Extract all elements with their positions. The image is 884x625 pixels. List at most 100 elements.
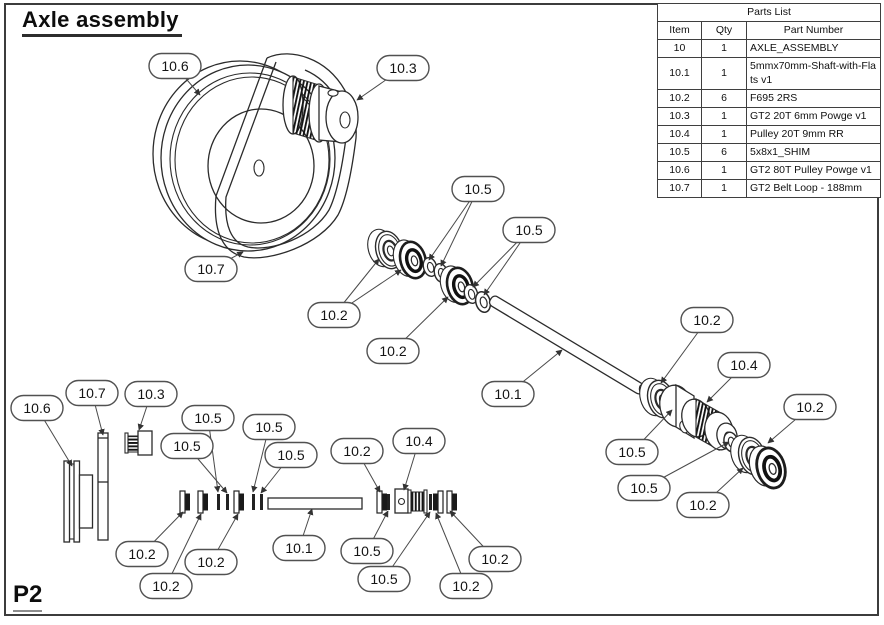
belt-loop-side	[97, 432, 109, 541]
parts-cell-qty: 1	[701, 39, 747, 59]
callout-balloon: 10.5	[242, 413, 296, 441]
parts-cell-item: 10.3	[657, 106, 702, 126]
callout-label: 10.5	[464, 181, 491, 197]
parts-cell-item: 10.2	[657, 88, 702, 108]
callout-balloon: 10.5	[340, 537, 394, 565]
callout-balloon: 10.4	[717, 351, 771, 379]
parts-cell-part: F695 2RS	[746, 88, 881, 108]
parts-cell-part: GT2 Belt Loop - 188mm	[746, 179, 881, 199]
callout-label: 10.5	[255, 419, 282, 435]
callout-label: 10.2	[796, 399, 823, 415]
pulley-20t-9mm-side	[394, 488, 428, 514]
callout-label: 10.5	[277, 447, 304, 463]
callout-balloon: 10.2	[330, 437, 384, 465]
callout-label: 10.2	[343, 443, 370, 459]
callout-label: 10.5	[173, 438, 200, 454]
callout-balloon: 10.2	[307, 301, 361, 329]
callout-balloon: 10.2	[783, 393, 837, 421]
column-header-part-number: Part Number	[746, 21, 881, 41]
parts-cell-item: 10	[657, 39, 702, 59]
parts-list-header-row: Item Qty Part Number	[657, 21, 881, 41]
shaft-side	[267, 497, 363, 510]
callout-balloon: 10.2	[439, 572, 493, 600]
callout-label: 10.5	[630, 480, 657, 496]
parts-cell-part: 5mmx70mm-Shaft-with-Flats v1	[746, 57, 881, 90]
callout-balloon: 10.1	[481, 380, 535, 408]
callout-label: 10.2	[379, 343, 406, 359]
parts-list-title-row: Parts List	[657, 2, 881, 23]
parts-cell-qty: 1	[701, 106, 747, 126]
callout-balloon: 10.2	[468, 545, 522, 573]
callout-label: 10.5	[194, 410, 221, 426]
callout-balloon: 10.7	[65, 379, 119, 407]
column-header-qty: Qty	[701, 21, 747, 41]
parts-list-title: Parts List	[657, 2, 881, 23]
parts-cell-part: Pulley 20T 9mm RR	[746, 124, 881, 145]
callout-label: 10.5	[515, 222, 542, 238]
pulley-80t-side	[63, 460, 94, 543]
callout-label: 10.7	[197, 261, 224, 277]
parts-cell-item: 10.4	[657, 124, 702, 145]
pulley-20t-6mm-isometric	[282, 75, 359, 144]
exploded-axle-side-view	[63, 430, 458, 543]
callout-balloon: 10.5	[617, 474, 671, 502]
callout-balloon: 10.5	[451, 175, 505, 203]
callout-label: 10.5	[618, 444, 645, 460]
callout-label: 10.2	[693, 312, 720, 328]
callout-balloon: 10.2	[366, 337, 420, 365]
callout-balloon: 10.5	[502, 216, 556, 244]
callout-label: 10.2	[320, 307, 347, 323]
parts-cell-item: 10.6	[657, 161, 702, 181]
callout-balloon: 10.2	[139, 572, 193, 600]
callout-balloon: 10.1	[272, 534, 326, 562]
parts-cell-qty: 1	[701, 161, 747, 181]
parts-cell-part: GT2 20T 6mm Powge v1	[746, 106, 881, 126]
callout-label: 10.2	[152, 578, 179, 594]
sheet-number: P2	[13, 581, 43, 612]
callout-label: 10.1	[285, 540, 312, 556]
callout-balloon: 10.5	[357, 565, 411, 593]
callout-label: 10.4	[730, 357, 757, 373]
callout-label: 10.4	[405, 433, 432, 449]
callout-balloon: 10.2	[680, 306, 734, 334]
callout-label: 10.1	[494, 386, 521, 402]
parts-cell-qty: 1	[701, 179, 747, 199]
parts-cell-qty: 6	[701, 88, 747, 108]
callout-label: 10.2	[689, 497, 716, 513]
callout-label: 10.3	[137, 386, 164, 402]
callout-balloon: 10.2	[184, 548, 238, 576]
parts-cell-qty: 6	[701, 142, 747, 163]
parts-cell-item: 10.5	[657, 142, 702, 163]
callout-balloon: 10.3	[376, 54, 430, 82]
callout-label: 10.2	[481, 551, 508, 567]
callout-balloon: 10.2	[676, 491, 730, 519]
callout-label: 10.3	[389, 60, 416, 76]
callout-balloon: 10.6	[148, 52, 202, 80]
callout-label: 10.2	[197, 554, 224, 570]
parts-cell-item: 10.1	[657, 57, 702, 90]
callout-label: 10.6	[23, 400, 50, 416]
parts-cell-item: 10.7	[657, 179, 702, 199]
callout-balloon: 10.3	[124, 380, 178, 408]
parts-cell-qty: 1	[701, 124, 747, 145]
parts-cell-part: GT2 80T Pulley Powge v1	[746, 161, 881, 181]
pulley-20t-6mm-side	[124, 430, 153, 456]
parts-cell-qty: 1	[701, 57, 747, 90]
callout-label: 10.6	[161, 58, 188, 74]
callout-balloon: 10.5	[181, 404, 235, 432]
parts-cell-part: AXLE_ASSEMBLY	[746, 39, 881, 59]
callout-balloon: 10.2	[115, 540, 169, 568]
callout-label: 10.2	[128, 546, 155, 562]
page-title: Axle assembly	[22, 7, 182, 37]
